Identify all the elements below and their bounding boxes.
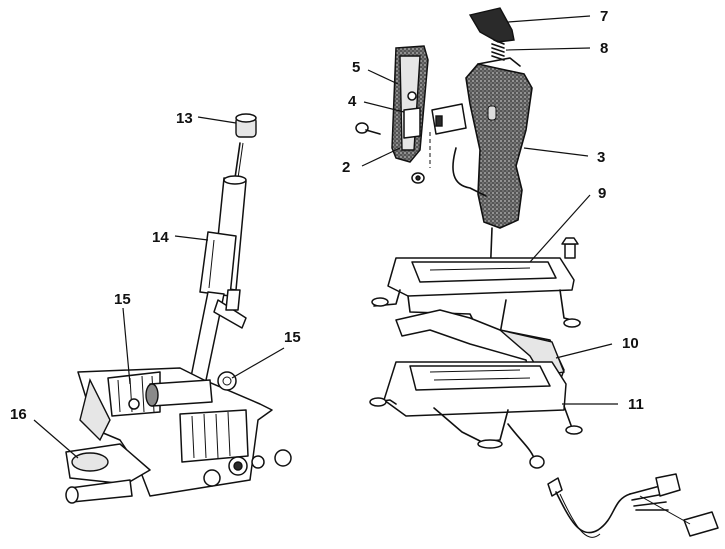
callout-9: 9 [598,185,606,202]
callout-labels: 2 3 4 5 7 8 9 10 11 13 14 15 15 16 [10,8,644,423]
knob-button-part-7 [468,7,515,43]
callout-7: 7 [600,8,608,25]
callout-13: 13 [176,110,193,127]
switch-part-4 [403,91,421,139]
base-bracket [65,367,292,504]
wiring-harness [507,423,719,538]
callout-8: 8 [600,40,608,57]
callout-16: 16 [10,406,27,423]
callout-15-left: 15 [114,291,131,308]
callout-10: 10 [622,335,639,352]
screw-part-2 [355,122,381,135]
base-part-11 [369,361,583,449]
cover-part-5 [391,45,429,163]
lower-shift-mechanism [65,113,292,504]
bracket-part-16 [65,443,151,504]
shift-handle-part-3 [465,57,533,229]
cap-part-13 [235,113,257,138]
callout-5: 5 [352,59,360,76]
callout-2: 2 [342,159,350,176]
callout-14: 14 [152,229,169,246]
leader-lines [33,15,618,459]
callout-4: 4 [348,93,357,110]
callout-15-right: 15 [284,329,301,346]
callout-3: 3 [597,149,605,166]
indicator-panel-part-9 [371,237,581,340]
lever-tube-part-14 [189,175,247,386]
upper-shifter-assembly [355,7,719,538]
callout-11: 11 [628,396,644,413]
spring-part-8 [491,39,505,61]
switch-connector [411,103,487,197]
